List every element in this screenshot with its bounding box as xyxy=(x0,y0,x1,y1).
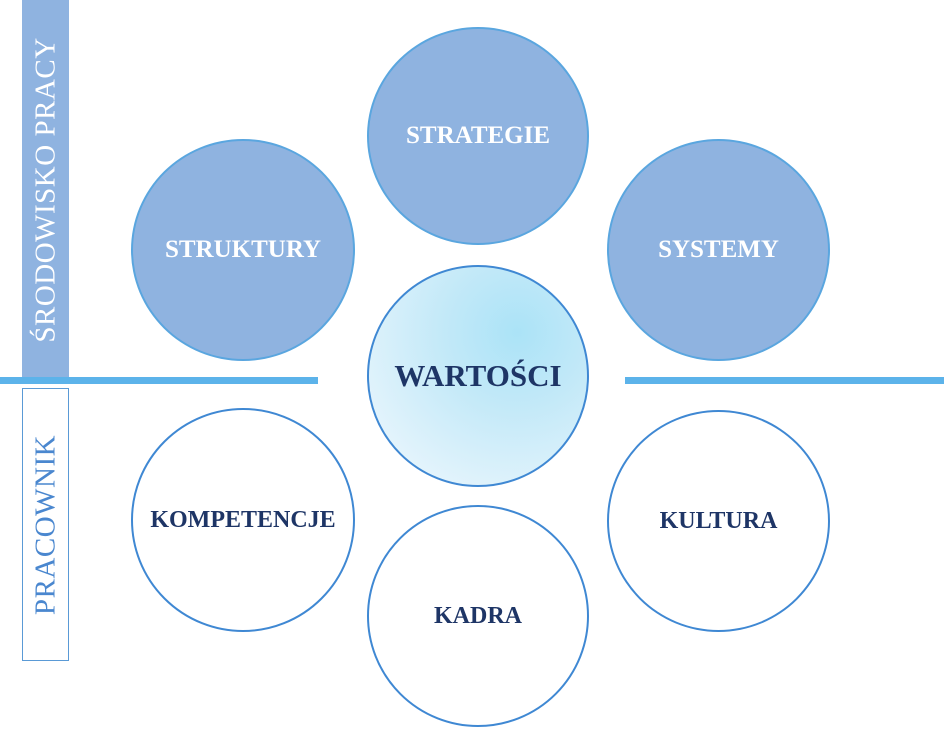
circle-kompetencje-label: KOMPETENCJE xyxy=(150,506,336,533)
divider-line-right xyxy=(625,377,944,384)
circle-strategie-label: STRATEGIE xyxy=(405,122,551,149)
side-label-pracownik-text: PRACOWNIK xyxy=(29,434,61,615)
circle-kadra: KADRA xyxy=(367,505,589,727)
circle-kultura: KULTURA xyxy=(607,410,830,632)
circle-systemy: SYSTEMY xyxy=(607,139,830,361)
circle-wartosci: WARTOŚCI xyxy=(367,265,589,487)
circle-kadra-label: KADRA xyxy=(434,602,522,629)
side-label-srodowisko-pracy-text: ŚRODOWISKO PRACY xyxy=(29,37,61,343)
circle-struktury: STRUKTURY xyxy=(131,139,355,361)
circle-kompetencje: KOMPETENCJE xyxy=(131,408,355,632)
circle-wartosci-label: WARTOŚCI xyxy=(394,358,562,393)
circle-struktury-label: STRUKTURY xyxy=(164,236,322,263)
circle-strategie: STRATEGIE xyxy=(367,27,589,245)
circle-systemy-label: SYSTEMY xyxy=(658,236,779,263)
circle-kultura-label: KULTURA xyxy=(659,507,778,534)
divider-line-left xyxy=(0,377,318,384)
side-label-pracownik: PRACOWNIK xyxy=(22,388,69,661)
side-label-srodowisko-pracy: ŚRODOWISKO PRACY xyxy=(22,0,69,380)
